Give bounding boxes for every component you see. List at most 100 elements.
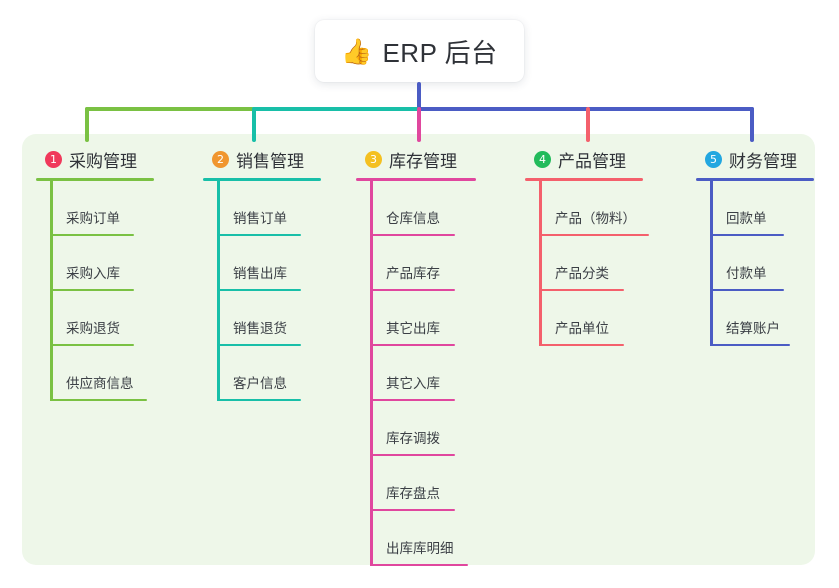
leaf-item[interactable]: 出库库明细 bbox=[370, 511, 476, 566]
branch-header-3[interactable]: 3 库存管理 bbox=[356, 146, 476, 172]
connector-drop-1 bbox=[85, 107, 89, 142]
branch-header-4[interactable]: 4 产品管理 bbox=[525, 146, 643, 172]
branch-items-4: 产品（物料） 产品分类产品单位 bbox=[525, 181, 649, 346]
branch-header-underline bbox=[203, 178, 321, 181]
leaf-item-underline bbox=[710, 344, 790, 346]
connector-drop-5 bbox=[750, 107, 754, 142]
leaf-item-label: 库存调拨 bbox=[386, 431, 440, 446]
leaf-item-label: 采购退货 bbox=[66, 321, 120, 336]
branch-spine bbox=[539, 181, 542, 346]
leaf-item-label: 采购入库 bbox=[66, 266, 120, 281]
leaf-item-label: 库存盘点 bbox=[386, 486, 440, 501]
leaf-item-label: 结算账户 bbox=[726, 321, 780, 336]
leaf-item-underline bbox=[370, 454, 455, 456]
leaf-item[interactable]: 采购订单 bbox=[50, 181, 154, 236]
content-panel bbox=[22, 134, 815, 565]
branch-header-underline bbox=[356, 178, 476, 181]
branch-spine bbox=[50, 181, 53, 401]
branch-index-badge: 2 bbox=[212, 150, 229, 168]
branch-column-5: 5 财务管理回款单付款单结算账户 bbox=[696, 146, 814, 346]
branch-index-badge: 1 bbox=[45, 150, 62, 168]
leaf-item-underline bbox=[539, 289, 624, 291]
leaf-item[interactable]: 仓库信息 bbox=[370, 181, 476, 236]
leaf-item[interactable]: 供应商信息 bbox=[50, 346, 154, 401]
leaf-item-label: 销售出库 bbox=[233, 266, 287, 281]
branch-spine bbox=[217, 181, 220, 401]
branch-items-2: 销售订单销售出库销售退货客户信息 bbox=[203, 181, 321, 401]
leaf-item-label: 产品（物料） bbox=[555, 211, 636, 226]
leaf-item-underline bbox=[370, 344, 455, 346]
leaf-item-label: 客户信息 bbox=[233, 376, 287, 391]
connector-drop-4 bbox=[586, 107, 590, 142]
leaf-item-label: 出库库明细 bbox=[386, 541, 454, 556]
leaf-item-underline bbox=[50, 344, 134, 346]
branch-title: 采购管理 bbox=[69, 151, 137, 171]
thumbs-up-icon: 👍 bbox=[341, 37, 373, 66]
connector-root-stem bbox=[417, 82, 421, 109]
leaf-item[interactable]: 销售退货 bbox=[217, 291, 321, 346]
leaf-item-underline bbox=[370, 289, 455, 291]
leaf-item-label: 其它出库 bbox=[386, 321, 440, 336]
leaf-item-label: 产品库存 bbox=[386, 266, 440, 281]
branch-index-badge: 4 bbox=[534, 150, 551, 168]
leaf-item-underline bbox=[217, 344, 301, 346]
leaf-item-underline bbox=[50, 234, 134, 236]
branch-header-5[interactable]: 5 财务管理 bbox=[696, 146, 814, 172]
root-node-card[interactable]: 👍 ERP 后台 bbox=[315, 20, 524, 82]
connector-bus-segment-3 bbox=[417, 107, 754, 111]
leaf-item[interactable]: 客户信息 bbox=[217, 346, 321, 401]
connector-bus-segment-1 bbox=[85, 107, 254, 111]
leaf-item-underline bbox=[217, 234, 301, 236]
leaf-item-label: 产品单位 bbox=[555, 321, 609, 336]
leaf-item[interactable]: 付款单 bbox=[710, 236, 814, 291]
branch-header-underline bbox=[36, 178, 154, 181]
leaf-item[interactable]: 其它出库 bbox=[370, 291, 476, 346]
leaf-item[interactable]: 产品（物料） bbox=[539, 181, 649, 236]
branch-title: 库存管理 bbox=[389, 151, 457, 171]
branch-title: 产品管理 bbox=[558, 151, 626, 171]
leaf-item[interactable]: 采购入库 bbox=[50, 236, 154, 291]
leaf-item-label: 销售订单 bbox=[233, 211, 287, 226]
branch-title: 销售管理 bbox=[236, 151, 304, 171]
leaf-item-label: 仓库信息 bbox=[386, 211, 440, 226]
leaf-item[interactable]: 产品库存 bbox=[370, 236, 476, 291]
leaf-item[interactable]: 库存盘点 bbox=[370, 456, 476, 511]
leaf-item-label: 供应商信息 bbox=[66, 376, 134, 391]
leaf-item-label: 采购订单 bbox=[66, 211, 120, 226]
leaf-item-underline bbox=[539, 344, 624, 346]
leaf-item-underline bbox=[710, 289, 784, 291]
leaf-item-underline bbox=[50, 289, 134, 291]
leaf-item[interactable]: 结算账户 bbox=[710, 291, 814, 346]
leaf-item[interactable]: 回款单 bbox=[710, 181, 814, 236]
branch-header-2[interactable]: 2 销售管理 bbox=[203, 146, 321, 172]
leaf-item[interactable]: 采购退货 bbox=[50, 291, 154, 346]
branch-title: 财务管理 bbox=[729, 151, 797, 171]
leaf-item-underline bbox=[217, 399, 301, 401]
leaf-item[interactable]: 产品单位 bbox=[539, 291, 643, 346]
leaf-item-label: 其它入库 bbox=[386, 376, 440, 391]
branch-index-badge: 5 bbox=[705, 150, 722, 168]
leaf-item[interactable]: 销售出库 bbox=[217, 236, 321, 291]
branch-column-2: 2 销售管理销售订单销售出库销售退货客户信息 bbox=[203, 146, 321, 401]
branch-column-1: 1 采购管理采购订单采购入库采购退货供应商信息 bbox=[36, 146, 154, 401]
connector-drop-2 bbox=[252, 107, 256, 142]
connector-drop-3 bbox=[417, 107, 421, 142]
root-node-title: ERP 后台 bbox=[382, 37, 498, 68]
branch-header-underline bbox=[525, 178, 643, 181]
leaf-item[interactable]: 销售订单 bbox=[217, 181, 321, 236]
branch-index-badge: 3 bbox=[365, 150, 382, 168]
leaf-item-underline bbox=[370, 234, 455, 236]
branch-column-3: 3 库存管理仓库信息产品库存其它出库其它入库库存调拨库存盘点出库库明细 bbox=[356, 146, 476, 566]
branch-items-5: 回款单付款单结算账户 bbox=[696, 181, 814, 346]
branch-header-1[interactable]: 1 采购管理 bbox=[36, 146, 154, 172]
leaf-item[interactable]: 其它入库 bbox=[370, 346, 476, 401]
leaf-item[interactable]: 产品分类 bbox=[539, 236, 643, 291]
leaf-item-label: 产品分类 bbox=[555, 266, 609, 281]
branch-spine bbox=[710, 181, 713, 346]
branch-spine bbox=[370, 181, 373, 566]
leaf-item[interactable]: 库存调拨 bbox=[370, 401, 476, 456]
leaf-item-underline bbox=[370, 399, 455, 401]
leaf-item-underline bbox=[217, 289, 301, 291]
leaf-item-underline bbox=[710, 234, 784, 236]
